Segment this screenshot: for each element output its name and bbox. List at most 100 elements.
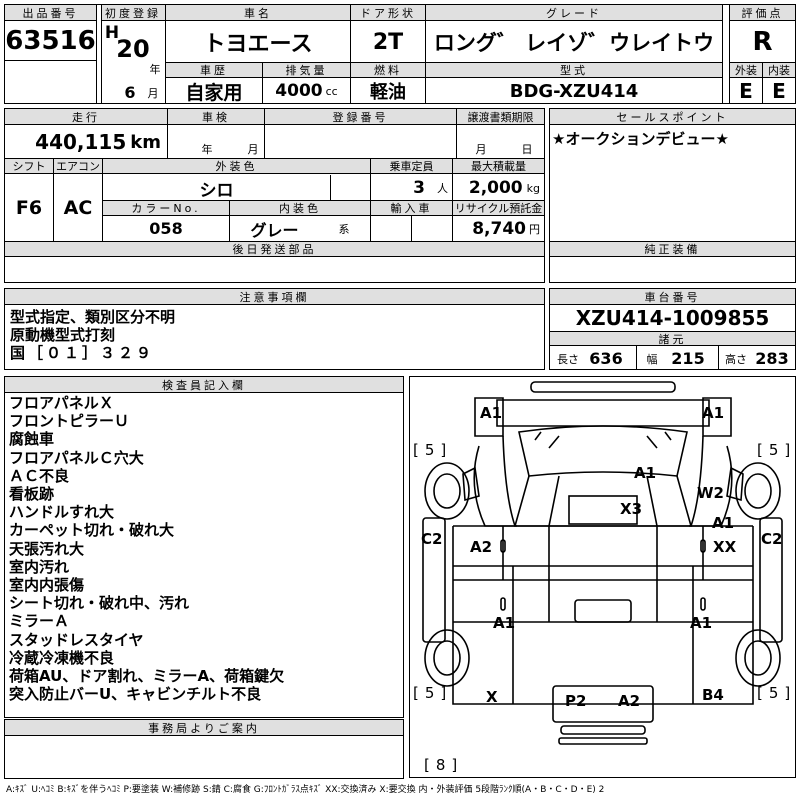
first-reg-month: 6: [124, 82, 136, 102]
inspector-line: 室内汚れ: [9, 557, 70, 576]
history-label: 車歴: [166, 63, 262, 78]
intcolor-label: 内装色: [230, 201, 370, 216]
inspector-line: 荷箱AU、ドア割れ、ミラーA、荷箱鍵欠: [9, 667, 285, 686]
capacity-value: 3: [413, 178, 425, 198]
interior-color: グレー 系: [230, 217, 370, 240]
inspection-year-unit: 年: [201, 143, 213, 156]
inspector-line: 突入防止バーU、キャビンチルト不良: [9, 685, 262, 704]
era: H: [104, 24, 120, 42]
interior-color-unit: 系: [338, 222, 350, 236]
lot-label: 出品番号: [5, 5, 96, 21]
ac: AC: [63, 197, 93, 219]
later-parts-label: 後日発送部品: [5, 242, 544, 257]
inspector-line: 冷蔵冷凍機不良: [9, 648, 115, 667]
interior-label: 内装: [763, 63, 795, 78]
damage-mark: A1: [702, 404, 725, 422]
damage-mark: XX: [713, 538, 737, 556]
damage-mark: A1: [690, 614, 713, 632]
damage-mark: B4: [702, 686, 724, 704]
capacity-label: 乗車定員: [371, 159, 452, 174]
notes-line: 国［０１］３２９: [10, 344, 155, 363]
lot-number: 63516: [5, 26, 96, 56]
vehicle-info-box: [4, 108, 545, 283]
inspector-line: シート切れ・破れ中、汚れ: [9, 594, 190, 613]
history: 自家用: [185, 81, 243, 104]
inspection-month-unit: 月: [247, 143, 259, 156]
damage-legend: A:ｷｽﾞ U:ﾍｺﾐ B:ｷｽﾞを伴うﾍｺﾐ P:要塗装 W:補修跡 S:錆 …: [6, 785, 605, 795]
tire-value: 5: [424, 684, 435, 702]
chassis-label: 車台番号: [550, 289, 795, 305]
length-label: 長さ: [557, 353, 579, 366]
inspector-line: ミラーＡ: [9, 612, 70, 631]
month-unit: 月: [147, 87, 159, 100]
inspector-line: スタッドレスタイヤ: [9, 630, 144, 649]
genuine-equipment-label: 純正装備: [550, 242, 795, 257]
damage-mark: W2: [697, 484, 724, 502]
tire-tread-rear-right: [5]: [757, 684, 791, 702]
office-box: [4, 719, 404, 779]
colorno-label: カラーNo.: [103, 201, 229, 216]
year-unit: 年: [149, 63, 161, 76]
interior-color-value: グレー: [250, 220, 299, 240]
sales-point-label: セールスポイント: [550, 109, 795, 125]
tire-value: 5: [768, 684, 779, 702]
inspector-line: カーペット切れ・破れ大: [9, 521, 175, 540]
inspector-line: フロアパネルＣ穴大: [9, 448, 144, 467]
mileage-value: 440,115: [35, 130, 127, 154]
displacement: 4000 cc: [263, 79, 350, 103]
sales-point-box: [549, 108, 796, 283]
damage-mark: X: [486, 688, 498, 706]
fuel: 軽油: [370, 82, 406, 103]
door-type: 2T: [372, 29, 404, 55]
tire-tread-front-right: [5]: [757, 441, 791, 459]
chassis-box: [549, 288, 796, 370]
truck-diagram: [422, 381, 783, 745]
shift-label: シフト: [5, 159, 53, 174]
exterior-label: 外装: [730, 63, 762, 78]
damage-mark: A1: [493, 614, 516, 632]
inspector-line: 室内内張傷: [9, 576, 85, 595]
displacement-unit: cc: [325, 84, 338, 98]
notes-box: [4, 288, 545, 370]
tire-value: 8: [435, 756, 446, 774]
recycle-fee: 8,740 円: [453, 217, 544, 240]
length-value: 636: [589, 348, 623, 368]
load-value: 2,000: [468, 178, 523, 198]
ac-label: エアコン: [54, 159, 102, 174]
damage-mark: A1: [480, 404, 503, 422]
tire-tread-front-left: [5]: [413, 441, 447, 459]
notes-label: 注意事項欄: [5, 289, 544, 305]
tire-tread-rear-left: [5]: [413, 684, 447, 702]
exterior-score: E: [739, 79, 753, 103]
inspection-label: 車検: [168, 109, 264, 125]
damage-mark: A2: [470, 538, 493, 556]
inspector-line: 看板跡: [9, 485, 55, 504]
mileage-label: 走行: [5, 109, 167, 125]
import-label: 輸入車: [371, 201, 452, 216]
inspector-line: フロアパネルＸ: [9, 394, 114, 412]
score: R: [752, 27, 773, 57]
color-label: 外装色: [103, 159, 370, 174]
notes-line: 型式指定、類別区分不明: [10, 308, 176, 326]
damage-mark: A1: [634, 464, 657, 482]
capacity-unit: 人: [437, 182, 448, 195]
notes-lines: 型式指定、類別区分不明 原動機型式打刻 国［０１］３２９: [10, 308, 175, 363]
grade: ロング゛ レイゾ゛ウレイトウ: [433, 31, 715, 55]
load: 2,000 kg: [453, 176, 544, 200]
car-diagram-box: [409, 376, 796, 778]
model-label: 型式: [426, 63, 722, 78]
recycle-unit: 円: [529, 222, 540, 236]
displacement-label: 排気量: [263, 63, 350, 78]
fuel-label: 燃料: [351, 63, 425, 78]
office-label: 事務局よりご案内: [5, 720, 403, 736]
capacity: 3 人: [371, 176, 452, 200]
height-label: 高さ: [725, 353, 747, 366]
inspector-label: 検査員記入欄: [5, 377, 403, 393]
inspector-line: ＡＣ不良: [9, 466, 70, 485]
regno-label: 登録番号: [265, 109, 456, 125]
spec-label: 諸元: [550, 332, 795, 346]
mileage-unit: km: [130, 131, 161, 153]
model: BDG-XZU414: [509, 80, 639, 102]
first-reg-label: 初度登録: [101, 5, 165, 21]
inspector-line: ハンドルすれ大: [9, 503, 115, 522]
